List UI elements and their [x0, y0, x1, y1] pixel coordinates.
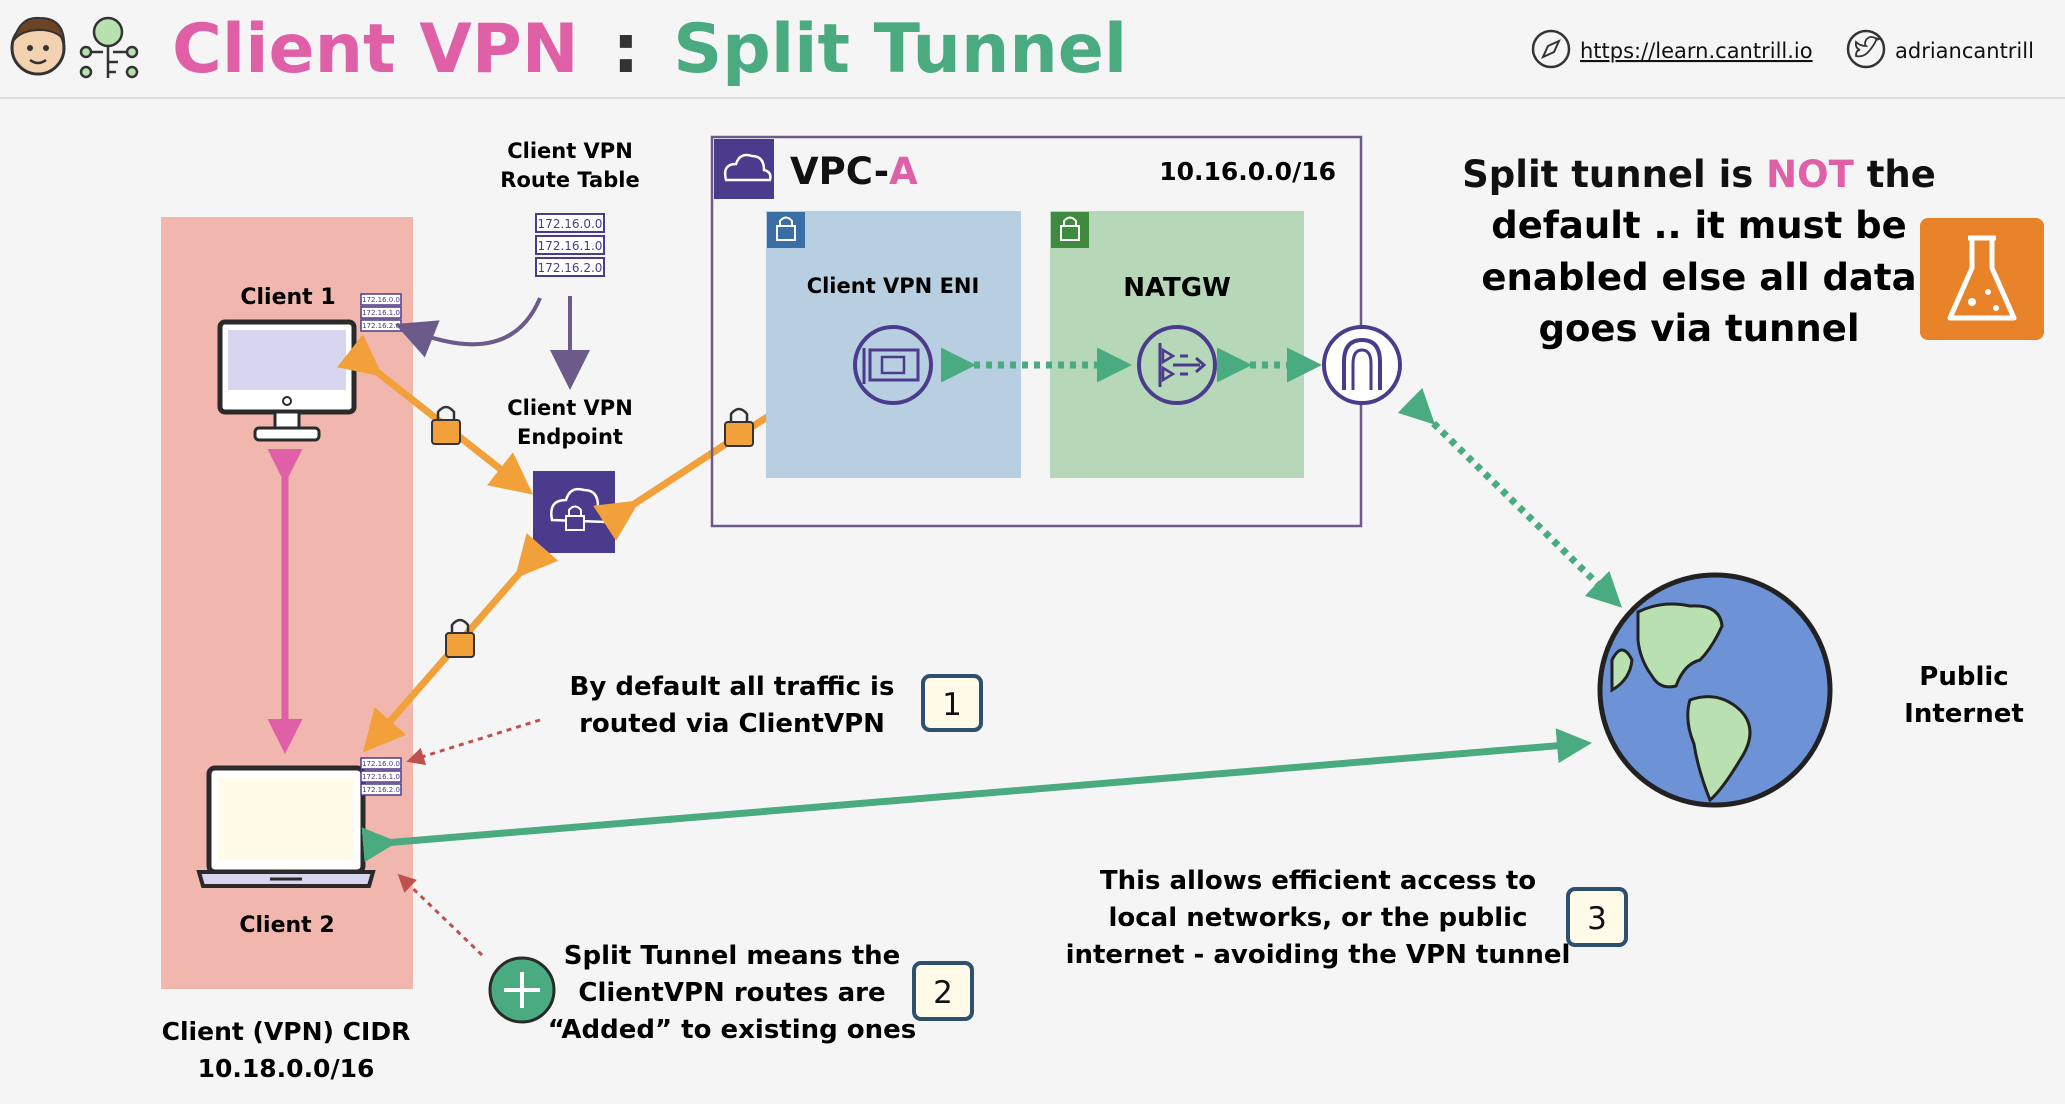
- subnet-lock-icon: [767, 212, 805, 248]
- svg-text:2: 2: [933, 975, 953, 1011]
- svg-text:172.16.2.0: 172.16.2.0: [362, 786, 400, 794]
- client-cidr-value: 10.18.0.0/16: [198, 1054, 375, 1083]
- callout-line2: default .. it must be: [1491, 204, 1907, 247]
- note2-pointer: [397, 873, 484, 957]
- note2-line1: Split Tunnel means the: [564, 941, 901, 971]
- lock-icon: [724, 407, 754, 447]
- subnet-lock-icon: [1051, 212, 1089, 248]
- note2-line2: ClientVPN routes are: [578, 978, 885, 1008]
- callout-line4: goes via tunnel: [1538, 307, 1859, 350]
- svg-text:172.16.1.0: 172.16.1.0: [362, 309, 400, 317]
- lock-icon: [431, 405, 461, 445]
- note1-pointer: [406, 718, 541, 766]
- client1-route-table-icon: 172.16.0.0 172.16.1.0 172.16.2.0: [360, 293, 402, 332]
- page-title: Client VPN : Split Tunnel: [172, 10, 1127, 89]
- endpoint-sublabel: Endpoint: [517, 425, 623, 449]
- note2-line3: “Added” to existing ones: [548, 1015, 917, 1045]
- endpoint-label: Client VPN: [507, 396, 633, 420]
- client2-label: Client 2: [239, 913, 334, 938]
- lock-icon: [445, 618, 475, 658]
- route-to-client1-arrow: [395, 297, 542, 358]
- note3-number-badge: 3: [1566, 887, 1628, 947]
- callout-line1: Split tunnel is NOT the: [1462, 153, 1936, 196]
- vpc-name: VPC-A: [790, 150, 918, 193]
- route-table-subtitle: Route Table: [500, 168, 639, 192]
- internet-gateway-icon: [1322, 325, 1402, 405]
- vpc-icon: [714, 139, 774, 199]
- nat-gateway-icon: [1137, 325, 1217, 405]
- internet-sublabel: Internet: [1904, 699, 2024, 729]
- natgw-label: NATGW: [1123, 273, 1231, 303]
- vpn-endpoint-icon: [533, 471, 615, 553]
- client-cidr-label: Client (VPN) CIDR: [162, 1017, 411, 1046]
- note1-number-badge: 1: [921, 674, 983, 732]
- desktop-computer-icon: [217, 319, 357, 442]
- route-table-title: Client VPN: [507, 139, 633, 163]
- svg-text:172.16.1.0: 172.16.1.0: [362, 773, 400, 781]
- twitter-handle-link[interactable]: adriancantrill: [1895, 39, 2034, 63]
- nat-subnet: [1050, 211, 1304, 478]
- network-interface-icon: [853, 325, 933, 405]
- compass-icon: [1531, 29, 1571, 69]
- svg-text:1: 1: [942, 687, 962, 723]
- client2-route-table-icon: 172.16.0.0 172.16.1.0 172.16.2.0: [360, 757, 402, 796]
- note3-line3: internet - avoiding the VPN tunnel: [1066, 940, 1571, 970]
- split-tunnel-direct-arrow: [361, 728, 1592, 863]
- add-plus-icon: [488, 956, 556, 1024]
- note3-line1: This allows efficient access to: [1100, 866, 1536, 896]
- twitter-icon: [1846, 29, 1886, 69]
- note2-number-badge: 2: [912, 961, 974, 1021]
- course-url-link[interactable]: https://learn.cantrill.io: [1580, 39, 1813, 63]
- internet-label: Public: [1919, 662, 2008, 692]
- avatar-icon: [10, 16, 66, 76]
- client1-label: Client 1: [240, 285, 335, 310]
- svg-text:172.16.0.0: 172.16.0.0: [362, 760, 400, 768]
- callout-line3: enabled else all data: [1481, 256, 1916, 299]
- globe-icon: [1597, 572, 1833, 808]
- route-entry: 172.16.2.0: [538, 261, 603, 275]
- route-entry: 172.16.1.0: [538, 239, 603, 253]
- svg-text:172.16.2.0: 172.16.2.0: [362, 322, 400, 330]
- vpc-cidr: 10.16.0.0/16: [1159, 157, 1336, 186]
- note3-line2: local networks, or the public: [1109, 903, 1528, 933]
- igw-to-internet-arrow: [1397, 387, 1623, 608]
- note1-line1: By default all traffic is: [570, 672, 895, 702]
- route-table-icon: 172.16.0.0 172.16.1.0 172.16.2.0: [535, 213, 605, 277]
- eni-label: Client VPN ENI: [807, 274, 980, 298]
- note1-line2: routed via ClientVPN: [579, 709, 885, 739]
- svg-text:172.16.0.0: 172.16.0.0: [362, 296, 400, 304]
- route-entry: 172.16.0.0: [538, 217, 603, 231]
- network-key-icon: [79, 16, 139, 79]
- lab-flask-icon: [1920, 218, 2044, 340]
- eni-subnet: [766, 211, 1021, 478]
- laptop-icon: [196, 765, 376, 888]
- svg-text:3: 3: [1587, 901, 1607, 937]
